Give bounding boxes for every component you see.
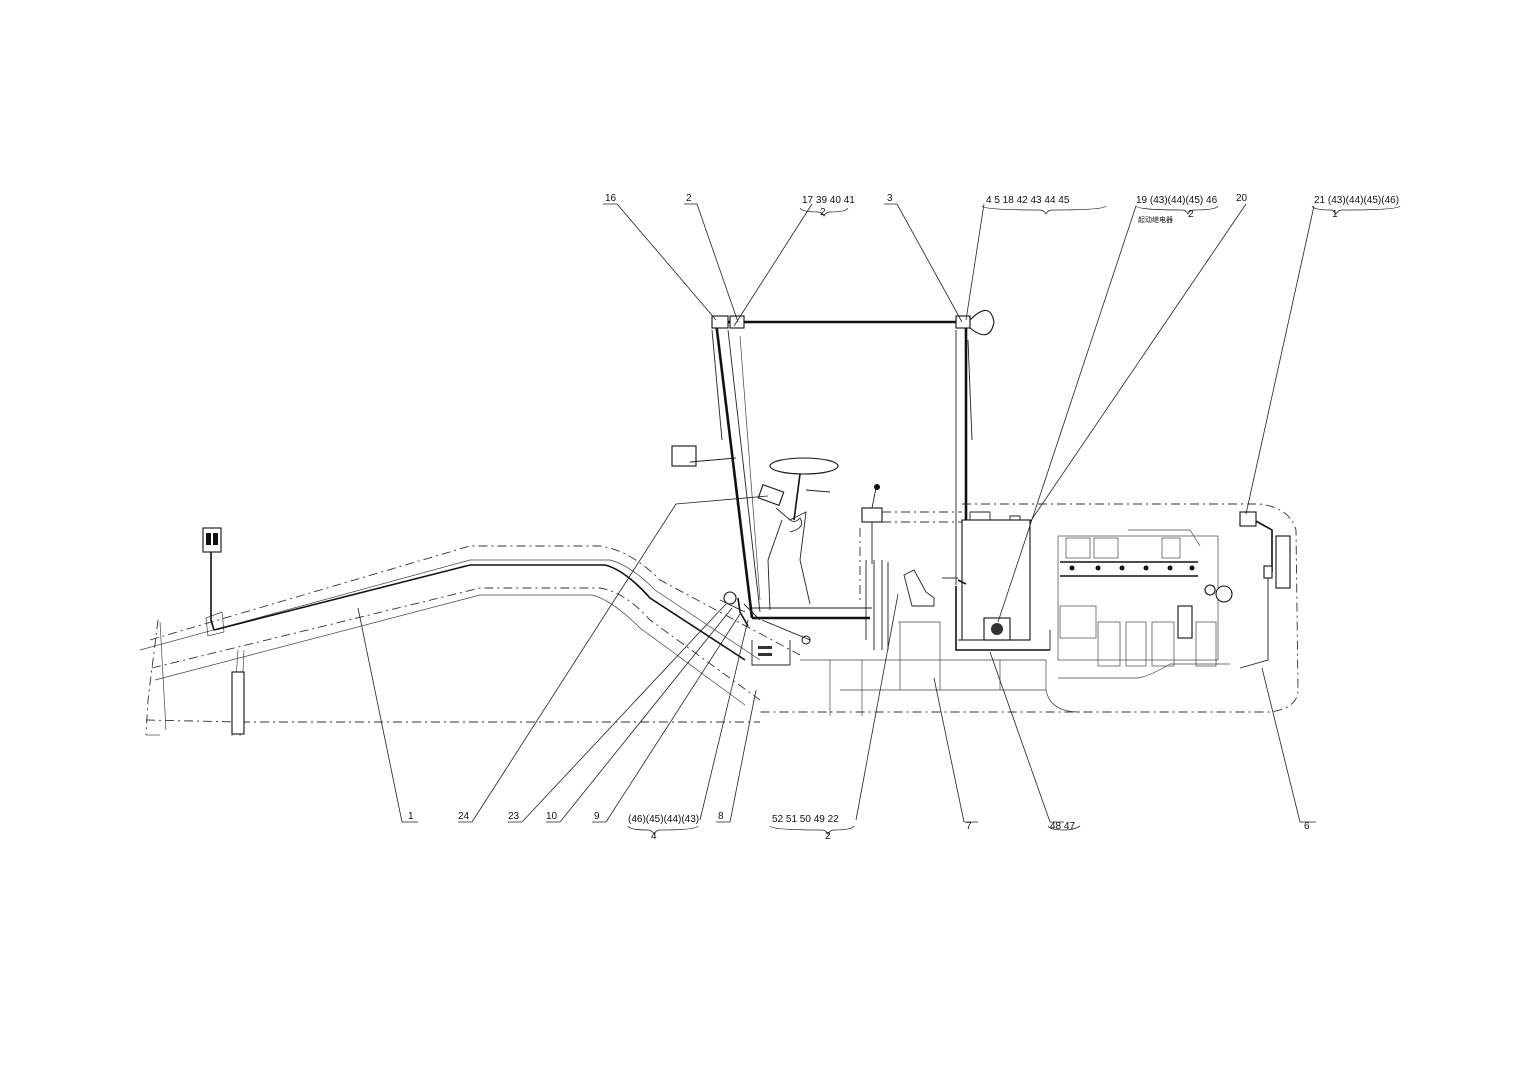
- callout-24: 24: [458, 811, 470, 822]
- cab: [671, 309, 995, 666]
- callout-52-group: 52 51 50 49 22: [772, 814, 839, 825]
- leaders-top: [603, 203, 1315, 623]
- callout-4-bottom-group: (46)(45)(44)(43): [628, 814, 699, 825]
- callout-10: 10: [546, 811, 558, 822]
- callout-2: 2: [686, 193, 692, 204]
- callouts-top: 16 2 17 39 40 41 2 3 4 5 18 42 43 44 45 …: [605, 193, 1399, 224]
- callout-8: 8: [718, 811, 724, 822]
- callout-52-group-sub: 2: [825, 831, 831, 842]
- callout-21-group-sub: 1: [1332, 209, 1338, 220]
- callout-1: 1: [408, 811, 414, 822]
- boom-harness: [213, 564, 746, 661]
- callout-19-note: 起动继电器: [1138, 215, 1173, 224]
- callout-20: 20: [1236, 193, 1248, 204]
- cab-harness: [719, 591, 870, 645]
- callout-19-group-sub: 2: [1188, 209, 1194, 220]
- callout-23: 23: [508, 811, 520, 822]
- callout-48-group: 48 47: [1050, 821, 1075, 832]
- engine: [1057, 529, 1233, 667]
- callout-9: 9: [594, 811, 600, 822]
- callout-4-bottom-sub: 4: [651, 831, 657, 842]
- callout-4-group: 4 5 18 42 43 44 45: [986, 195, 1070, 206]
- braces: [627, 205, 1401, 835]
- callout-3: 3: [887, 193, 893, 204]
- callout-7: 7: [966, 821, 972, 832]
- rear-chassis: [760, 503, 1299, 716]
- callout-17-group: 17 39 40 41: [802, 195, 855, 206]
- callout-21-group: 21 (43)(44)(45)(46): [1314, 195, 1399, 206]
- callout-16: 16: [605, 193, 617, 204]
- callouts-bottom: 1 24 23 10 9 (46)(45)(44)(43) 4 8 52 51 …: [408, 811, 1310, 842]
- callout-6: 6: [1304, 821, 1310, 832]
- leaders-bottom: [357, 495, 1316, 823]
- battery-harness: [955, 579, 1051, 651]
- boom-frame: [139, 527, 801, 737]
- callout-17-group-sub: 2: [820, 207, 826, 218]
- callout-19-group: 19 (43)(44)(45) 46: [1136, 195, 1218, 206]
